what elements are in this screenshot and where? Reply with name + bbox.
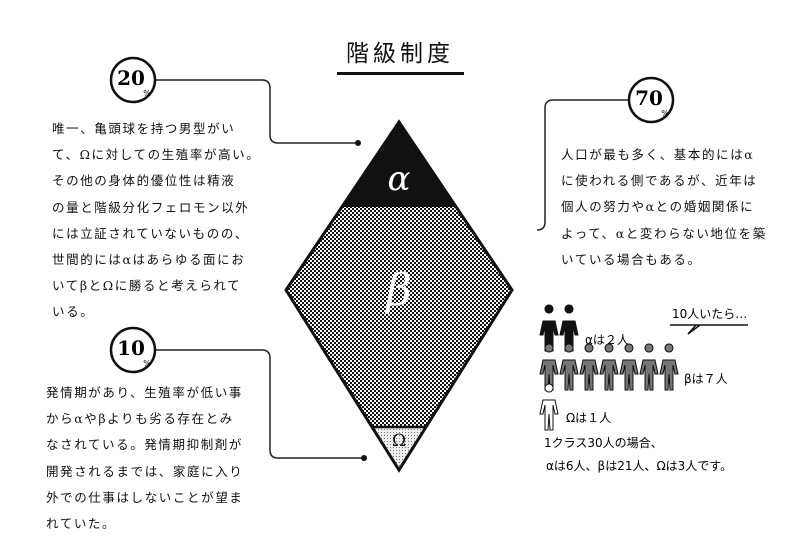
beta-percent-badge: 70 %: [627, 76, 675, 124]
description-line: よって、αと変わらない地位を築: [561, 225, 767, 241]
description-line: 唯一、亀頭球を持つ男型がい: [52, 121, 236, 136]
people-icons: [539, 304, 679, 431]
svg-text:70: 70: [635, 86, 663, 110]
description-line: 世間的にはαはあらゆる面にお: [52, 251, 246, 267]
svg-text:%: %: [143, 359, 151, 368]
alpha-symbol: α: [388, 159, 411, 199]
page-title: 階級制度: [346, 41, 454, 67]
description-line: いている場合もある。: [561, 251, 702, 267]
bubble-text: 10人いたら…: [672, 307, 747, 321]
description-line: いてβとΩに勝ると考えられて: [52, 278, 242, 294]
beta-count-label: βは７人: [684, 372, 728, 386]
summary-line-2: αは6人、βは21人、Ωは3人です。: [546, 459, 732, 473]
description-line: 外での仕事はしないことが望ま: [46, 489, 244, 505]
description-line: いる。: [52, 304, 95, 320]
beta-connector: [536, 99, 628, 231]
omega-count-label: Ωは１人: [566, 411, 611, 425]
description-line: なされている。発情期抑制剤が: [46, 437, 244, 453]
beta-person-icon: [659, 343, 679, 391]
alpha-person-icon: [559, 304, 579, 352]
title-underline: [337, 72, 464, 75]
description-line: 人口が最も多く、基本的にはα: [561, 147, 755, 162]
omega-connector: [156, 349, 363, 459]
description-line: には立証されていないものの、: [52, 225, 250, 241]
svg-text:%: %: [661, 109, 669, 118]
description-line: その他の身体的優位性は精液: [52, 173, 236, 189]
svg-text:20: 20: [117, 66, 145, 90]
svg-text:%: %: [143, 89, 151, 98]
beta-person-icon: [639, 343, 659, 391]
alpha-count-label: αは２人: [585, 333, 629, 347]
description-line: 発情期があり、生殖率が低い事: [46, 385, 243, 400]
beta-symbol: β: [384, 265, 411, 316]
alpha-percent-badge: 20 %: [109, 56, 157, 104]
beta-person-icon: [539, 343, 559, 391]
diamond-outline: [284, 119, 514, 473]
alpha-description: 唯一、亀頭球を持つ男型がいて、Ωに対しての生殖率が高い。その他の身体的優位性は精…: [52, 116, 260, 326]
beta-person-icon: [579, 343, 599, 391]
omega-description: 発情期があり、生殖率が低い事からαやβよりも劣る存在とみなされている。発情期抑制…: [46, 380, 243, 537]
svg-text:10: 10: [117, 336, 145, 360]
omega-symbol: Ω: [392, 431, 406, 451]
description-line: 開発されるまでは、家庭に入り: [46, 463, 244, 479]
beta-segment: [286, 206, 512, 427]
beta-person-icon: [559, 343, 579, 391]
description-line: 個人の努力やαとの婚姻関係に: [561, 199, 755, 215]
beta-description: 人口が最も多く、基本的にはα に使われる側であるが、近年は個人の努力やαとの婚姻関…: [561, 142, 767, 273]
summary-line-1: 1クラス30人の場合、: [544, 435, 663, 450]
description-line: て、Ωに対しての生殖率が高い。: [52, 147, 261, 163]
alpha-connector: [156, 79, 357, 144]
description-line: れていた。: [46, 515, 117, 531]
description-line: からαやβよりも劣る存在とみ: [46, 411, 234, 427]
omega-person-icon: [539, 383, 559, 431]
beta-person-icon: [619, 343, 639, 391]
beta-person-icon: [599, 343, 619, 391]
description-line: に使われる側であるが、近年は: [561, 173, 758, 189]
omega-percent-badge: 10 %: [109, 326, 157, 374]
description-line: の量と階級分化フェロモン以外: [52, 199, 250, 215]
speech-bubble: [670, 324, 748, 335]
alpha-person-icon: [539, 304, 559, 352]
